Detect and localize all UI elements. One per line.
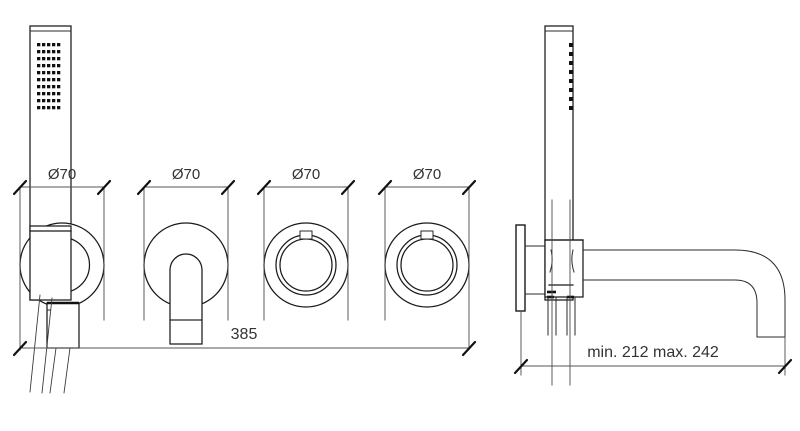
spout-inner-profile	[582, 279, 758, 338]
dim-tick-overall-left	[12, 340, 28, 357]
side-view: min. 212 max. 242	[513, 25, 793, 386]
mixer-lever-front	[143, 222, 229, 345]
holder-bracket-side	[544, 199, 584, 386]
dim-tick-3-right	[340, 179, 356, 196]
dimension-diameter-2: Ø70	[136, 166, 236, 321]
dim-tick-4-left	[377, 179, 393, 196]
dimension-label-spout-projection: min. 212 max. 242	[587, 344, 719, 361]
dim-tick-3-left	[256, 179, 272, 196]
dimension-overall-width: 385	[12, 326, 477, 357]
handshower-holder-cup	[46, 301, 80, 349]
dimension-spout-projection: min. 212 max. 242	[513, 310, 793, 376]
handshower-side-outline	[544, 25, 574, 301]
escutcheon-inner-circle-3	[279, 238, 333, 292]
handshower-spray-dots	[37, 43, 61, 110]
hose-strand-1	[29, 294, 41, 393]
hose-strand-2	[41, 297, 53, 394]
spout-side	[582, 249, 786, 338]
dimension-diameter-3: Ø70	[256, 166, 356, 321]
dimension-label-diameter-3: Ø70	[292, 166, 320, 183]
valve-index-tab-4	[420, 230, 434, 240]
handshower-side-dots	[569, 43, 573, 110]
dim-tick-2-left	[136, 179, 152, 196]
valve-front-4	[384, 222, 470, 308]
dim-tick-overall-right	[461, 340, 477, 357]
hose-strand-3	[49, 347, 57, 394]
holder-cup-body	[46, 302, 80, 349]
dim-tick-1-left	[12, 179, 28, 196]
valve-index-tab-3	[299, 230, 313, 240]
shower-hose-strands	[29, 294, 71, 394]
mixer-lever-handle	[169, 253, 203, 321]
dim-tick-4-right	[461, 179, 477, 196]
handshower-side	[544, 25, 574, 301]
dimension-label-diameter-1: Ø70	[48, 166, 76, 183]
dim-tick-projection-left	[513, 358, 529, 375]
dim-tick-2-right	[220, 179, 236, 196]
holder-bracket-curve-right	[571, 249, 575, 273]
dim-tick-1-right	[96, 179, 112, 196]
dimension-label-diameter-4: Ø70	[413, 166, 441, 183]
dimension-diameter-4: Ø70	[377, 166, 477, 349]
dimension-label-diameter-2: Ø70	[172, 166, 200, 183]
wall-plate-body	[515, 224, 526, 312]
handshower-stem-front	[29, 225, 72, 301]
dimension-diameter-1: Ø70	[12, 166, 112, 351]
dimension-label-overall-width: 385	[231, 326, 258, 343]
handshower-stem-body	[29, 225, 72, 301]
mixer-lever-grip	[169, 319, 203, 345]
spout-outer-profile	[582, 249, 786, 338]
valve-front-3	[263, 222, 349, 308]
dim-tick-projection-right	[777, 358, 793, 375]
hose-strand-4	[63, 347, 71, 394]
escutcheon-inner-circle-4	[400, 238, 454, 292]
front-view: Ø70 Ø70 Ø70 Ø70	[12, 25, 477, 394]
